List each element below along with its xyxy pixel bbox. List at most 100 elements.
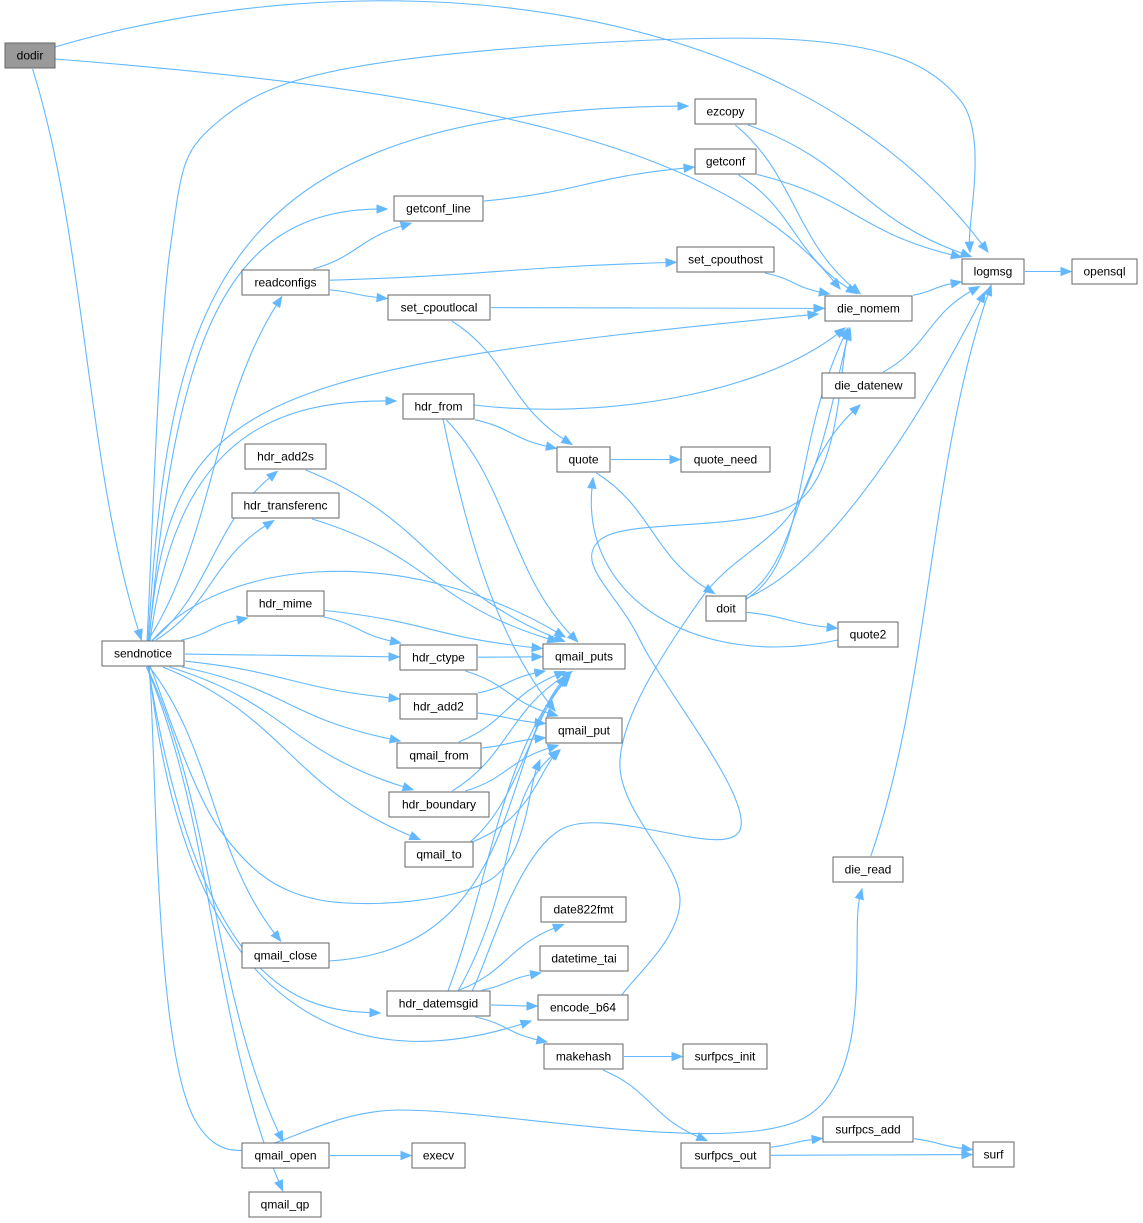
node-box — [545, 717, 623, 744]
edge-line — [451, 675, 566, 792]
edge-sendnotice-to-encode_b64 — [148, 665, 533, 1042]
node-box — [396, 742, 482, 769]
node-hdr-boundary[interactable]: hdr_boundary — [388, 791, 490, 818]
node-qmail-open[interactable]: qmail_open — [241, 1142, 330, 1169]
node-box — [246, 590, 325, 617]
edge-line — [145, 666, 281, 1184]
node-date822fmt[interactable]: date822fmt — [540, 896, 627, 923]
node-box — [680, 1142, 771, 1169]
node-label: encode_b64 — [550, 1001, 616, 1015]
edge-line — [602, 1069, 700, 1138]
node-qmail-from[interactable]: qmail_from — [396, 742, 482, 769]
node-label: qmail_open — [254, 1149, 316, 1163]
node-execv[interactable]: execv — [411, 1142, 466, 1169]
node-dodir[interactable]: dodir — [4, 42, 56, 69]
node-encode-b64[interactable]: encode_b64 — [537, 994, 629, 1021]
node-quote[interactable]: quote — [556, 446, 611, 473]
edge-line — [162, 666, 413, 838]
edge-logmsg-to-opensql — [1024, 266, 1073, 277]
node-label: sendnotice — [114, 647, 172, 661]
node-label: opensql — [1083, 265, 1125, 279]
node-readconfigs[interactable]: readconfigs — [241, 269, 330, 296]
edge-arrowhead — [807, 310, 820, 320]
edge-arrowhead — [531, 652, 544, 662]
edge-die_datenew-to-logmsg — [882, 285, 981, 373]
node-surfpcs-out[interactable]: surfpcs_out — [680, 1142, 771, 1169]
node-ezcopy[interactable]: ezcopy — [694, 98, 757, 125]
edge-dodir-to-logmsg — [54, 0, 989, 254]
edge-hdr_datemsgid-to-makehash — [475, 1016, 549, 1045]
node-surfpcs-init[interactable]: surfpcs_init — [682, 1043, 768, 1070]
node-qmail-close[interactable]: qmail_close — [241, 942, 330, 969]
edge-ezcopy-to-logmsg — [747, 124, 973, 258]
edge-line — [146, 37, 976, 642]
edge-arrowhead — [546, 634, 560, 644]
node-opensql[interactable]: opensql — [1071, 258, 1138, 285]
node-die-read[interactable]: die_read — [832, 856, 904, 883]
node-qmail-puts[interactable]: qmail_puts — [542, 643, 626, 670]
node-hdr-add2s[interactable]: hdr_add2s — [244, 443, 327, 470]
edge-sendnotice-to-qmail_to — [162, 666, 422, 841]
node-label: surf — [983, 1148, 1004, 1162]
node-qmail-to[interactable]: qmail_to — [404, 841, 474, 868]
edge-line — [182, 666, 393, 740]
node-hdr-datemsgid[interactable]: hdr_datemsgid — [386, 990, 491, 1017]
edge-line — [458, 674, 558, 743]
node-die-nomem[interactable]: die_nomem — [824, 295, 913, 322]
node-hdr-transferenc[interactable]: hdr_transferenc — [231, 492, 340, 519]
edge-line — [146, 666, 280, 1135]
node-logmsg[interactable]: logmsg — [961, 258, 1025, 285]
node-surf[interactable]: surf — [972, 1141, 1015, 1168]
node-getconf-line[interactable]: getconf_line — [393, 195, 484, 222]
node-label: ezcopy — [706, 105, 744, 119]
node-qmail-put[interactable]: qmail_put — [545, 717, 623, 744]
node-box — [411, 1142, 466, 1169]
node-surfpcs-add[interactable]: surfpcs_add — [822, 1116, 914, 1143]
edge-line — [169, 666, 406, 788]
node-box — [388, 791, 490, 818]
node-qmail-qp[interactable]: qmail_qp — [248, 1191, 322, 1218]
node-die-datenew[interactable]: die_datenew — [821, 372, 916, 399]
edge-line — [451, 320, 566, 441]
node-label: hdr_transferenc — [243, 499, 327, 513]
edge-line — [457, 754, 554, 992]
edge-arrowhead — [976, 290, 986, 304]
node-box — [101, 640, 185, 667]
edge-line — [328, 681, 562, 962]
edge-line — [882, 289, 973, 373]
node-makehash[interactable]: makehash — [543, 1043, 624, 1070]
node-hdr-ctype[interactable]: hdr_ctype — [399, 644, 478, 671]
edge-arrowhead — [401, 782, 415, 792]
node-label: qmail_close — [254, 949, 318, 963]
edge-hdr_transferenc-to-qmail_puts — [312, 518, 560, 644]
edge-arrowhead — [400, 1150, 413, 1161]
edge-arrowhead — [560, 434, 574, 446]
edge-getconf-to-die_nomem — [738, 174, 858, 295]
edge-arrowhead — [389, 636, 402, 646]
node-hdr-from[interactable]: hdr_from — [402, 393, 475, 420]
node-hdr-add2[interactable]: hdr_add2 — [399, 693, 478, 720]
node-set-cpoutlocal[interactable]: set_cpoutlocal — [387, 294, 491, 321]
node-label: logmsg — [974, 265, 1013, 279]
edge-arrowhead — [547, 749, 561, 761]
edge-line — [734, 124, 855, 289]
edge-sendnotice-to-die_read — [148, 665, 864, 1151]
edge-hdr_from-to-qmail_puts — [445, 419, 579, 643]
node-quote-need[interactable]: quote_need — [680, 446, 771, 473]
edge-arrowhead — [961, 1143, 974, 1154]
node-datetime-tai[interactable]: datetime_tai — [539, 945, 629, 972]
edge-dodir-to-die_nomem — [54, 58, 841, 291]
edge-arrowhead — [546, 743, 560, 753]
node-doit[interactable]: doit — [705, 595, 747, 622]
node-set-cpouthost[interactable]: set_cpouthost — [676, 246, 775, 273]
edge-line — [459, 926, 557, 991]
edge-line — [471, 335, 849, 992]
node-hdr-mime[interactable]: hdr_mime — [246, 590, 325, 617]
node-sendnotice[interactable]: sendnotice — [101, 640, 185, 667]
node-getconf[interactable]: getconf — [694, 148, 757, 175]
edge-hdr_datemsgid-to-die_nomem — [471, 326, 852, 992]
edge-hdr_datemsgid-to-datetime_tai — [482, 970, 542, 991]
edge-arrowhead — [983, 284, 993, 297]
node-quote2[interactable]: quote2 — [837, 621, 899, 648]
node-label: qmail_qp — [261, 1198, 310, 1212]
